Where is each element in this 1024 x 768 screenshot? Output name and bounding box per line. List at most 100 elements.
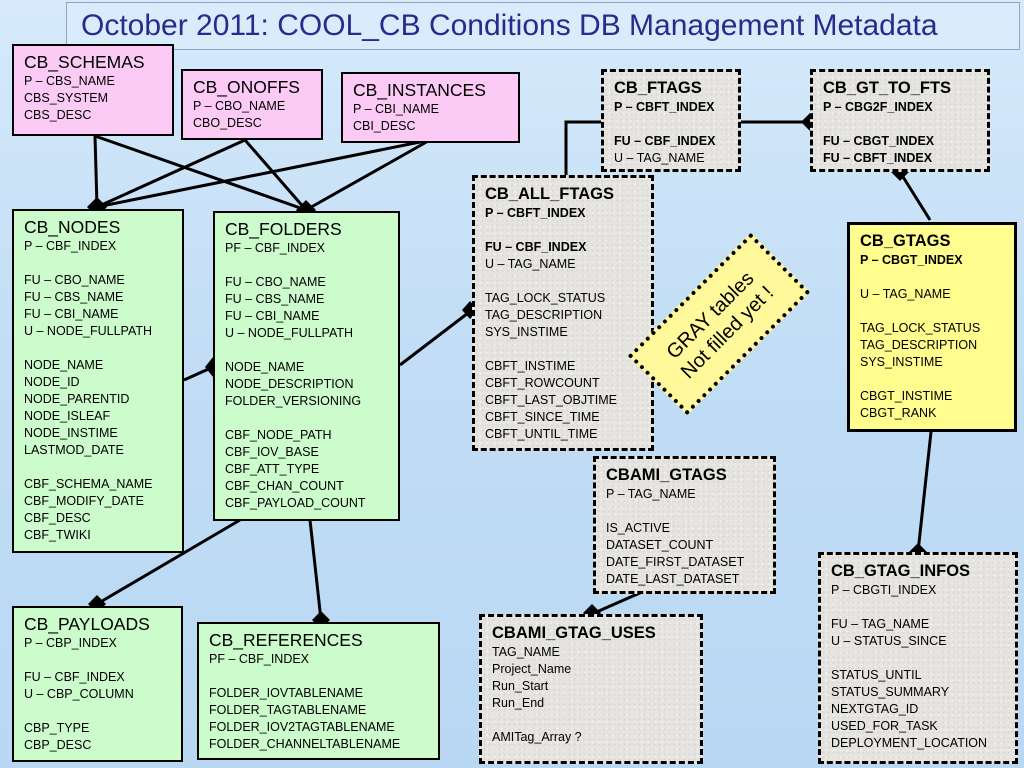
column-row: FU – CBF_INDEX [614, 134, 716, 148]
diamond-uses-top [583, 604, 601, 622]
link-gttofts-gtags [898, 171, 932, 221]
column-row: NODE_PARENTID [24, 392, 130, 406]
column-row: P – CBG2F_INDEX [823, 100, 933, 114]
column-row: PF – CBF_INDEX [209, 652, 310, 666]
column-row: CBO_DESC [193, 116, 262, 130]
column-row: P – TAG_NAME [606, 487, 696, 501]
column-row: Project_Name [492, 662, 572, 676]
column-row: FU – CBS_NAME [225, 292, 325, 306]
row-spacer [24, 703, 173, 720]
table-name: CB_GT_TO_FTS [823, 79, 952, 97]
row-spacer [24, 652, 173, 669]
column-row: STATUS_SUMMARY [831, 685, 950, 699]
column-row: FOLDER_IOVTABLENAME [209, 686, 363, 700]
column-row: SYS_INSTIME [485, 325, 568, 339]
link-folders-payloads [96, 518, 241, 606]
table-name: CB_GTAGS [860, 232, 951, 250]
row-spacer [492, 712, 692, 729]
link-instances-folders [305, 138, 431, 212]
column-row: DATASET_COUNT [606, 538, 714, 552]
column-row: U – CBP_COLUMN [24, 687, 134, 701]
column-row: FU – CBS_NAME [24, 290, 124, 304]
row-spacer [485, 222, 643, 239]
link-folders-allftags [399, 308, 473, 367]
column-row: CBS_SYSTEM [24, 91, 109, 105]
column-row: TAG_DESCRIPTION [485, 308, 603, 322]
column-row: IS_ACTIVE [606, 521, 670, 535]
column-row: Run_End [492, 696, 545, 710]
column-row: U – NODE_FULLPATH [24, 324, 153, 338]
table-name: CB_REFERENCES [209, 630, 363, 650]
row-spacer [606, 503, 765, 520]
column-row: FU – CBGT_INDEX [823, 134, 935, 148]
column-row: U – NODE_FULLPATH [225, 326, 354, 340]
column-row: CBF_SCHEMA_NAME [24, 477, 153, 491]
column-row: FU – TAG_NAME [831, 617, 930, 631]
column-row: FOLDER_TAGTABLENAME [209, 703, 367, 717]
row-spacer [209, 668, 430, 685]
table-name: CBAMI_GTAG_USES [492, 624, 656, 642]
row-spacer [831, 650, 1007, 667]
column-row: CBF_IOV_BASE [225, 445, 319, 459]
column-row: NODE_INSTIME [24, 426, 118, 440]
row-spacer [823, 116, 979, 133]
column-row: CBF_PAYLOAD_COUNT [225, 496, 366, 510]
column-row: CBGT_INSTIME [860, 389, 953, 403]
column-row: P – CBGT_INDEX [860, 253, 963, 267]
column-row: DATE_LAST_DATASET [606, 572, 740, 586]
column-row: FOLDER_IOV2TAGTABLENAME [209, 720, 395, 734]
column-row: P – CBO_NAME [193, 99, 286, 113]
diamond-gttofts-bottom [891, 163, 909, 181]
table-name: CB_ONOFFS [193, 77, 300, 97]
column-row: PF – CBF_INDEX [225, 241, 326, 255]
row-spacer [860, 371, 1006, 388]
column-row: U – STATUS_SINCE [831, 634, 947, 648]
column-row: LASTMOD_DATE [24, 443, 124, 457]
column-row: FU – CBO_NAME [225, 275, 326, 289]
row-spacer [24, 459, 174, 476]
column-row: U – TAG_NAME [614, 151, 705, 165]
column-row: FU – CBI_NAME [225, 309, 320, 323]
row-spacer [225, 342, 390, 359]
table-name: CB_ALL_FTAGS [485, 185, 614, 203]
link-schemas-nodes [93, 135, 99, 208]
link-instances-nodes [96, 138, 431, 209]
column-row: CBFT_SINCE_TIME [485, 410, 600, 424]
column-row: CBS_DESC [24, 108, 92, 122]
column-row: CBF_ATT_TYPE [225, 462, 320, 476]
column-row: P – CBP_INDEX [24, 636, 117, 650]
column-row: CBI_DESC [353, 119, 416, 133]
column-row: TAG_LOCK_STATUS [860, 321, 981, 335]
column-row: DATE_FIRST_DATASET [606, 555, 745, 569]
row-spacer [831, 599, 1007, 616]
link-amigtags-uses [591, 590, 643, 616]
link-allftags-ftags [564, 120, 603, 175]
slide-title: October 2011: COOL_CB Conditions DB Mana… [81, 9, 938, 42]
column-row: U – TAG_NAME [485, 257, 576, 271]
link-schemas-folders [94, 134, 307, 212]
link-onoffs-nodes [96, 138, 246, 209]
column-row: CBFT_UNTIL_TIME [485, 427, 598, 441]
table-cb-onoffs: CB_ONOFFS P – CBO_NAME CBO_DESC [181, 69, 323, 140]
column-row: FOLDER_CHANNELTABLENAME [209, 737, 401, 751]
row-spacer [225, 410, 390, 427]
column-row: P – CBF_INDEX [24, 239, 117, 253]
column-row: P – CBFT_INDEX [614, 100, 715, 114]
column-row: CBFT_INSTIME [485, 359, 576, 373]
link-onoffs-folders [243, 139, 308, 211]
column-row: NODE_NAME [24, 358, 104, 372]
column-row: P – CBGTI_INDEX [831, 583, 937, 597]
column-row: NODE_ID [24, 375, 80, 389]
table-name: CB_NODES [24, 217, 121, 237]
slide-title-box: October 2011: COOL_CB Conditions DB Mana… [66, 2, 1020, 50]
column-row: CBFT_ROWCOUNT [485, 376, 600, 390]
row-spacer [24, 255, 174, 272]
row-spacer [860, 303, 1006, 320]
